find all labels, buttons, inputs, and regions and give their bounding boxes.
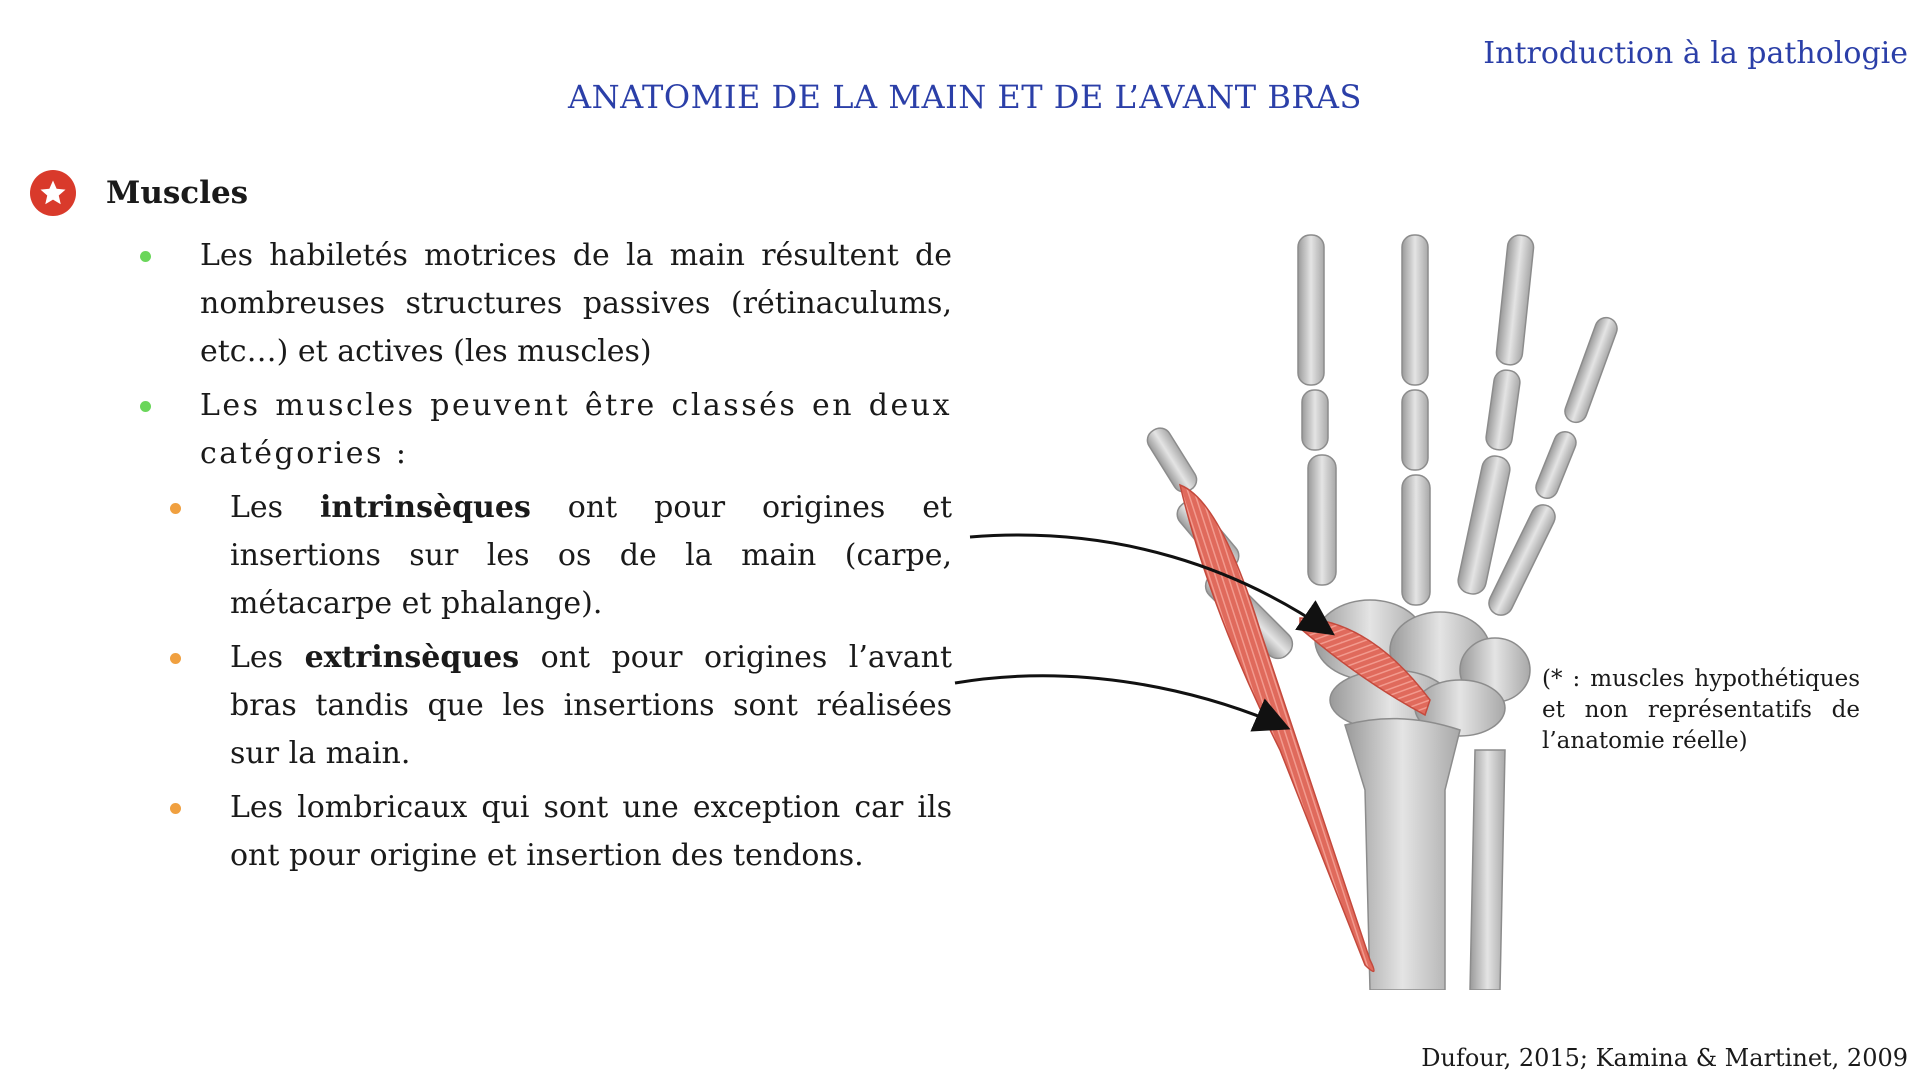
- bullet-dot-green: [140, 401, 151, 412]
- sub-bullet-pre: Les: [230, 640, 305, 675]
- bullet-list: Les habiletés motrices de la main résult…: [140, 232, 952, 886]
- section-heading: Muscles: [30, 170, 248, 216]
- intrinsic-muscle: [1299, 617, 1431, 717]
- hand-skeleton-illustration: [1146, 234, 1618, 990]
- sub-bullet-post: ont pour origines l’avant bras tandis qu…: [230, 640, 953, 771]
- bullet-dot-orange: [170, 503, 181, 514]
- figure-footnote: (* : muscles hypothétiques et non représ…: [1542, 666, 1860, 754]
- bullet-dot-green: [140, 251, 151, 262]
- bullet-dot-orange: [170, 803, 181, 814]
- sub-bullet-item: Les lombricaux qui sont une exception ca…: [170, 784, 952, 880]
- bullet-dot-orange: [170, 653, 181, 664]
- sub-bullet-bold: intrinsèques: [320, 490, 531, 525]
- extrinsic-muscle: [1178, 483, 1375, 973]
- sub-bullet-item: Les intrinsèques ont pour origines et in…: [170, 484, 952, 628]
- sub-bullet-pre: Les: [230, 490, 321, 525]
- sub-bullet-text: Les lombricaux qui sont une exception ca…: [230, 790, 952, 873]
- page-title: ANATOMIE DE LA MAIN ET DE L’AVANT BRAS: [568, 78, 1362, 116]
- bullet-text: Les habiletés motrices de la main résult…: [200, 238, 952, 369]
- sub-bullet-bold: extrinsèques: [304, 640, 520, 675]
- sub-bullet-post: ont pour origines et insertions sur les …: [230, 490, 953, 621]
- bullet-item: Les muscles peuvent être classés en deux…: [140, 382, 952, 478]
- bullet-item: Les habiletés motrices de la main résult…: [140, 232, 952, 376]
- sub-bullet-item: Les extrinsèques ont pour origines l’ava…: [170, 634, 952, 778]
- citation: Dufour, 2015; Kamina & Martinet, 2009: [1421, 1044, 1908, 1072]
- star-icon: [30, 170, 76, 216]
- section-header: Introduction à la pathologie: [1483, 36, 1908, 71]
- bullet-text: Les muscles peuvent être classés en deux…: [200, 388, 952, 471]
- section-title: Muscles: [106, 175, 249, 211]
- bones: [1146, 234, 1618, 990]
